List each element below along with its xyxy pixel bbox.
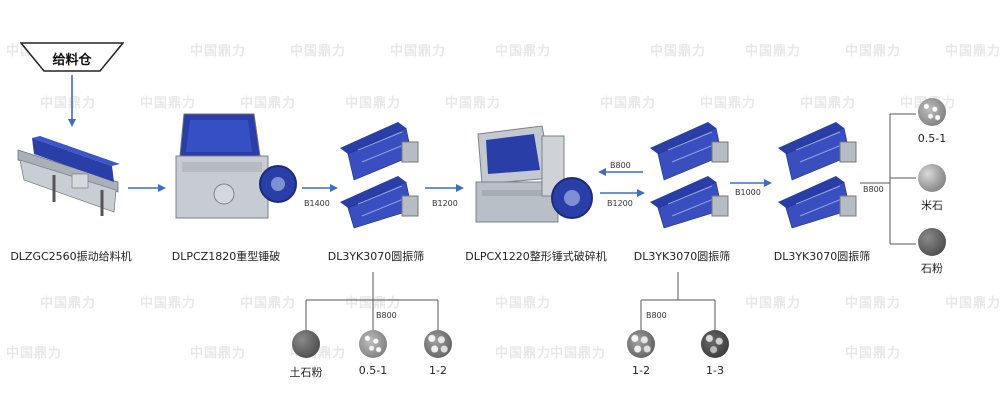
watermark: 中国鼎力 — [190, 346, 247, 361]
watermark: 中国鼎力 — [190, 44, 247, 59]
flow-label-crusher-to-screen1: B1400 — [304, 199, 330, 208]
watermark: 中国鼎力 — [700, 96, 757, 111]
machine-label: DL3YK3070圆振筛 — [327, 250, 425, 263]
product-label: 土石粉 — [289, 366, 323, 379]
watermark: 中国鼎力 — [290, 44, 347, 59]
watermark: 中国鼎力 — [845, 296, 902, 311]
stone-powder-icon — [918, 228, 946, 256]
vibrating-screen-icon — [340, 122, 419, 229]
watermark: 中国鼎力 — [140, 96, 197, 111]
shaping-crusher-icon — [475, 125, 593, 223]
flow-label-screen2-outputs: B800 — [646, 311, 667, 320]
hammer-crusher-icon — [175, 113, 297, 219]
flow-label-screen2-to-shaper: B800 — [610, 161, 631, 170]
product-label: 石粉 — [921, 262, 943, 275]
product-label: 米石 — [921, 199, 943, 212]
gravel-sample-icon — [918, 98, 946, 126]
watermark: 中国鼎力 — [650, 44, 707, 59]
watermark: 中国鼎力 — [345, 96, 402, 111]
watermark: 中国鼎力 — [945, 296, 1000, 311]
flow-label-screen1-to-shaper: B1200 — [432, 199, 458, 208]
stone-powder-icon — [292, 330, 320, 358]
watermark: 中国鼎力 — [240, 96, 297, 111]
hopper-shape-icon — [20, 42, 124, 72]
flow-label-screen2-to-screen3: B1000 — [735, 188, 761, 197]
gravel-sample-icon — [701, 330, 729, 358]
product-label: 0.5-1 — [917, 132, 947, 145]
watermark: 中国鼎力 — [40, 96, 97, 111]
gravel-sample-icon — [918, 164, 946, 192]
hopper-label: 给料仓 — [52, 53, 92, 68]
watermark: 中国鼎力 — [445, 96, 502, 111]
watermark: 中国鼎力 — [140, 296, 197, 311]
watermark: 中国鼎力 — [495, 296, 552, 311]
machine-label: DLPCX1220整形锤式破碎机 — [465, 250, 607, 263]
gravel-sample-icon — [627, 330, 655, 358]
machine-label: DL3YK3070圆振筛 — [773, 250, 871, 263]
watermark: 中国鼎力 — [745, 296, 802, 311]
vibrating-screen-icon — [650, 122, 729, 229]
flow-label-screen1-outputs: B800 — [376, 311, 397, 320]
feed-hopper: 给料仓 — [20, 42, 124, 72]
product-label: 1-2 — [429, 364, 447, 377]
watermark: 中国鼎力 — [845, 346, 902, 361]
gravel-sample-icon — [359, 330, 387, 358]
product-label: 1-2 — [632, 364, 650, 377]
watermark: 中国鼎力 — [845, 44, 902, 59]
watermark: 中国鼎力 — [800, 96, 857, 111]
gravel-sample-icon — [424, 330, 452, 358]
machine-label: DLZGC2560振动给料机 — [10, 250, 132, 263]
product-label: 1-3 — [706, 364, 724, 377]
watermark: 中国鼎力 — [390, 44, 447, 59]
watermark: 中国鼎力 — [6, 346, 63, 361]
watermark: 中国鼎力 — [550, 346, 607, 361]
vibrating-screen-icon — [778, 122, 857, 229]
machine-label: DL3YK3070圆振筛 — [633, 250, 731, 263]
watermark: 中国鼎力 — [600, 96, 657, 111]
watermark: 中国鼎力 — [240, 296, 297, 311]
vibrating-feeder-icon — [17, 136, 120, 216]
machine-label: DLPCZ1820重型锤破 — [171, 250, 281, 263]
flow-label-shaper-to-screen2: B1200 — [607, 199, 633, 208]
watermark: 中国鼎力 — [945, 44, 1000, 59]
watermark: 中国鼎力 — [40, 296, 97, 311]
product-label: 0.5-1 — [358, 364, 388, 377]
watermark: 中国鼎力 — [745, 44, 802, 59]
watermark: 中国鼎力 — [495, 346, 552, 361]
flow-label-screen3-outputs: B800 — [863, 185, 884, 194]
watermark: 中国鼎力 — [495, 44, 552, 59]
